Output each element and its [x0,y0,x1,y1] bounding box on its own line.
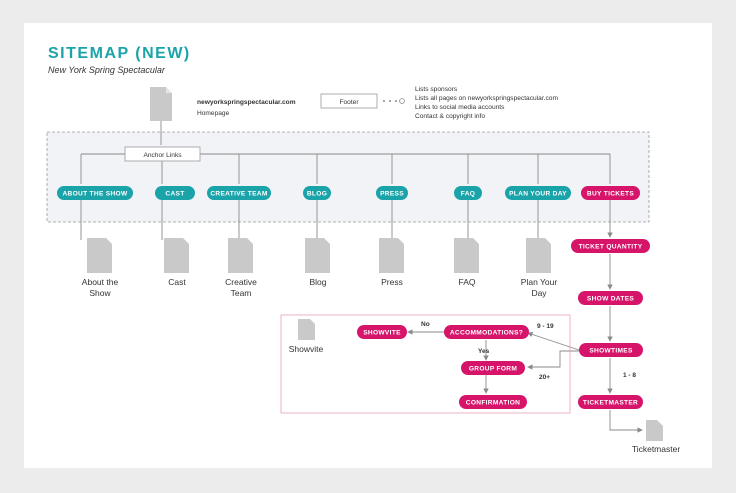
accommodations-label: ACCOMMODATIONS? [450,330,523,337]
nav-pill-creative-team[interactable]: CREATIVE TEAM [207,186,271,200]
page-title: SITEMAP (NEW) [48,45,191,62]
nav-pill-plan-your-day[interactable]: PLAN YOUR DAY [505,186,571,200]
range-20-plus: 20+ [539,374,550,381]
group-sales-region [280,314,571,414]
ticket-flow-connectors [527,200,643,433]
show-dates-label: SHOW DATES [587,296,635,303]
no-label: No [421,321,430,328]
anchor-links-box [124,146,201,162]
homepage-label: Homepage [197,110,230,117]
page-label-press: Press [381,277,403,287]
footer-note-3: Links to social media accounts [415,104,505,111]
page-label-about-1: About the [82,277,119,287]
footer-note-1: Lists sponsors [415,86,458,93]
nav-pill-blog[interactable]: BLOG [303,186,331,200]
confirmation-label: CONFIRMATION [466,400,520,407]
footer-label: Footer [339,99,359,106]
showvite-label: SHOWVITE [363,330,401,337]
ticketmaster-label: TICKETMASTER [583,400,638,407]
sitemap-diagram: SITEMAP (NEW) New York Spring Spectacula… [46,45,681,454]
page-label-plan-1: Plan Your [521,277,558,287]
nav-pill-buy-tickets[interactable]: BUY TICKETS [581,186,640,200]
footer-box [320,93,378,109]
group-flow-connectors [407,329,489,394]
nav-pill-label: CAST [165,191,184,198]
nav-pill-press[interactable]: PRESS [376,186,408,200]
page-subtitle: New York Spring Spectacular [48,65,166,75]
showvite-doc-icon [298,319,315,340]
page-doc-icon [87,238,551,273]
showvite-page-label: Showvite [289,344,324,354]
showvite-pill[interactable]: SHOWVITE [357,325,407,339]
group-form-label: GROUP FORM [469,366,518,373]
nav-pill-label: PRESS [380,191,404,198]
showtimes-pill[interactable]: SHOWTIMES [579,343,643,357]
ticketmaster-page-label: Ticketmaster [632,444,681,454]
page-label-creative-2: Team [231,288,252,298]
group-form-pill[interactable]: GROUP FORM [461,361,525,375]
page-label-faq: FAQ [458,277,475,287]
nav-pill-label: BUY TICKETS [587,191,634,198]
showtimes-label: SHOWTIMES [589,348,633,355]
nav-pill-about-the-show[interactable]: ABOUT THE SHOW [57,186,133,200]
ticket-quantity-pill[interactable]: TICKET QUANTITY [571,239,650,253]
show-dates-pill[interactable]: SHOW DATES [578,291,643,305]
footer-note-2: Lists all pages on newyorkspringspectacu… [415,95,558,102]
footer-note-4: Contact & copyright info [415,113,485,120]
anchor-links-label: Anchor Links [143,152,182,159]
page-label-plan-2: Day [531,288,547,298]
nav-pill-label: ABOUT THE SHOW [62,191,127,198]
nav-pill-cast[interactable]: CAST [155,186,195,200]
ticket-quantity-label: TICKET QUANTITY [579,244,643,251]
nav-pill-label: PLAN YOUR DAY [509,191,567,198]
page-label-creative-1: Creative [225,277,257,287]
confirmation-pill[interactable]: CONFIRMATION [459,395,527,409]
footer-connector [383,98,405,104]
page-label-cast: Cast [168,277,186,287]
nav-pill-label: BLOG [307,191,327,198]
homepage-url: newyorkspringspectacular.com [197,99,296,106]
nav-region [46,131,650,223]
accommodations-pill[interactable]: ACCOMMODATIONS? [444,325,529,339]
nav-pill-faq[interactable]: FAQ [454,186,482,200]
homepage-doc-icon [150,87,172,121]
nav-pill-label: FAQ [461,191,475,198]
page-label-about-2: Show [89,288,111,298]
ticketmaster-pill[interactable]: TICKETMASTER [578,395,643,409]
yes-label: Yes [478,348,490,355]
range-9-19: 9 - 19 [537,323,554,330]
page-label-blog: Blog [309,277,326,287]
sitemap-canvas: SITEMAP (NEW) New York Spring Spectacula… [24,23,712,468]
ticket-range-1-8: 1 - 8 [623,372,636,379]
nav-pill-label: CREATIVE TEAM [210,191,267,198]
ticketmaster-doc-icon [646,420,663,441]
